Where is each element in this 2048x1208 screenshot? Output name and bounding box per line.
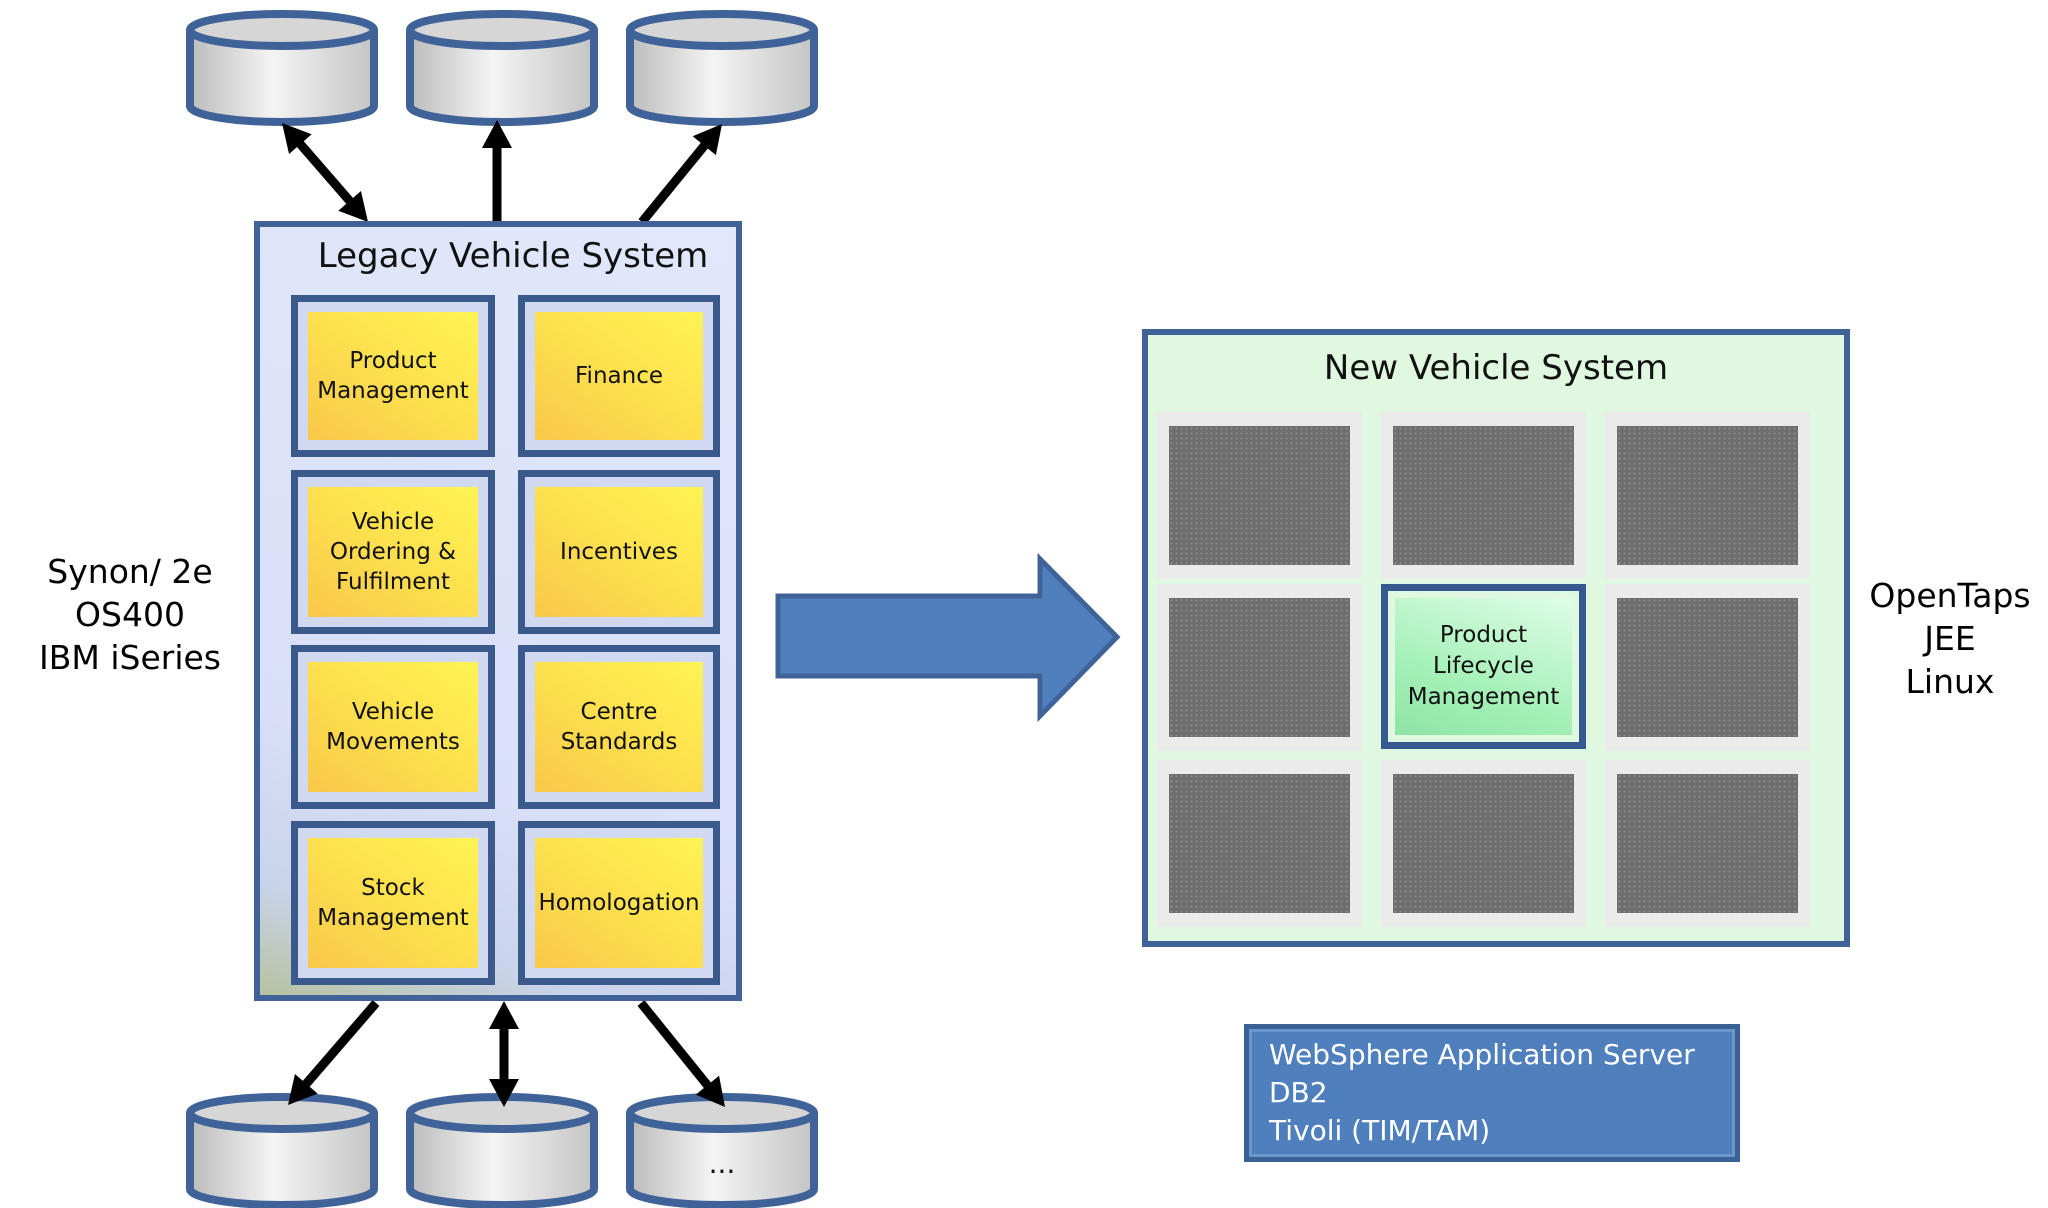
module-placeholder	[1157, 760, 1362, 927]
module-placeholder	[1605, 584, 1810, 751]
database-cylinder	[626, 10, 818, 126]
connection-arrow	[482, 120, 512, 222]
module-placeholder	[1157, 584, 1362, 751]
module-label: Stock Management	[308, 838, 478, 968]
connection-arrow	[637, 1000, 725, 1107]
module-label: Vehicle Ordering & Fulfilment	[308, 487, 478, 617]
module-label: Vehicle Movements	[308, 662, 478, 792]
database-label: ...	[709, 1147, 736, 1180]
module-product-lifecycle-management: Product Lifecycle Management	[1381, 584, 1586, 749]
infrastructure-line: DB2	[1269, 1076, 1328, 1109]
new-system-box: New Vehicle System Product Lifecycle Man…	[1142, 329, 1850, 947]
module-placeholder	[1157, 412, 1362, 579]
module-incentives: Incentives	[518, 470, 720, 634]
module-label: Centre Standards	[535, 662, 703, 792]
infrastructure-line: WebSphere Application Server	[1269, 1038, 1695, 1071]
infrastructure-box: WebSphere Application Server DB2 Tivoli …	[1244, 1024, 1740, 1162]
connection-arrow	[638, 124, 722, 225]
database-cylinder: ...	[626, 1093, 818, 1208]
infrastructure-line: Tivoli (TIM/TAM)	[1269, 1114, 1491, 1147]
module-label: Product Lifecycle Management	[1395, 598, 1572, 735]
module-product-management: Product Management	[291, 295, 495, 457]
module-stock-management: Stock Management	[291, 821, 495, 985]
legacy-platform-line: OS400	[75, 595, 185, 634]
database-cylinder	[406, 10, 598, 126]
legacy-system-box: Legacy Vehicle System Product Management…	[254, 221, 742, 1001]
bidirectional-arrow	[282, 123, 368, 222]
module-homologation: Homologation	[518, 821, 720, 985]
legacy-platform-line: IBM iSeries	[39, 638, 221, 677]
new-platform-line: Linux	[1905, 662, 1995, 701]
new-system-title: New Vehicle System	[1323, 348, 1669, 388]
module-centre-standards: Centre Standards	[518, 645, 720, 809]
legacy-platform-label: Synon/ 2e OS400 IBM iSeries	[20, 550, 240, 679]
module-placeholder	[1605, 412, 1810, 579]
new-platform-line: JEE	[1924, 619, 1976, 658]
database-cylinder	[186, 10, 378, 126]
database-cylinder	[406, 1093, 598, 1208]
module-label: Incentives	[535, 487, 703, 617]
module-vehicle-ordering: Vehicle Ordering & Fulfilment	[291, 470, 495, 634]
module-label: Finance	[535, 312, 703, 440]
connection-arrow	[288, 1000, 380, 1105]
bidirectional-arrow	[489, 1001, 519, 1107]
module-label: Homologation	[535, 838, 703, 968]
module-placeholder	[1381, 412, 1586, 579]
module-vehicle-movements: Vehicle Movements	[291, 645, 495, 809]
module-finance: Finance	[518, 295, 720, 457]
module-label: Product Management	[308, 312, 478, 440]
module-placeholder	[1605, 760, 1810, 927]
legacy-system-title: Legacy Vehicle System	[317, 236, 709, 276]
database-cylinder	[186, 1093, 378, 1208]
database-group: ...	[186, 10, 818, 1208]
new-platform-line: OpenTaps	[1869, 576, 2031, 615]
new-platform-label: OpenTaps JEE Linux	[1855, 574, 2045, 703]
migration-arrow	[775, 552, 1121, 723]
module-placeholder	[1381, 760, 1586, 927]
db-connection-arrows	[282, 120, 725, 1107]
legacy-platform-line: Synon/ 2e	[47, 552, 213, 591]
